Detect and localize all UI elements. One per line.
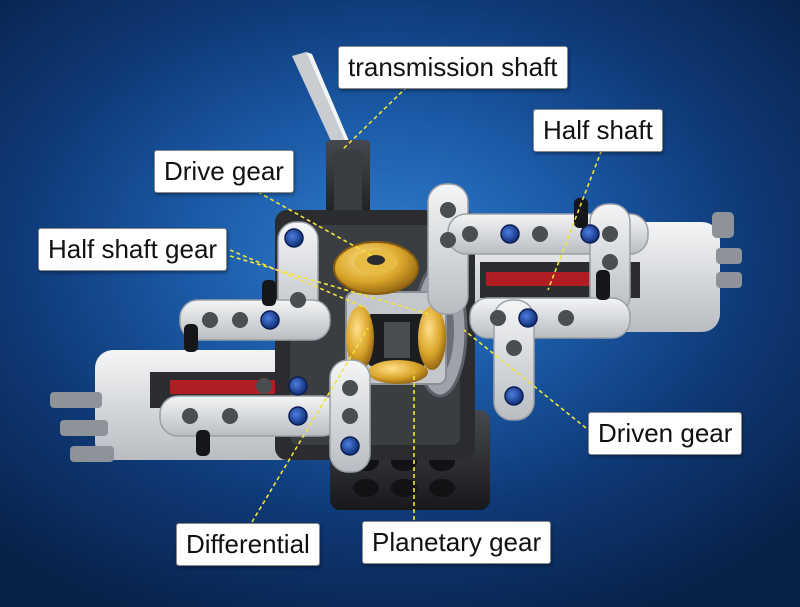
drive-gear-illustration xyxy=(333,241,419,295)
connector-pins-illustration xyxy=(182,198,618,456)
transmission-shaft-illustration xyxy=(292,52,370,230)
differential-label: Differential xyxy=(176,523,320,566)
half-shaft-label: Half shaft xyxy=(533,109,663,152)
transmission-shaft-label: transmission shaft xyxy=(338,46,568,89)
driven-gear-label: Driven gear xyxy=(588,412,743,455)
drive-gear-label: Drive gear xyxy=(154,150,294,193)
half-shaft-gear-label: Half shaft gear xyxy=(38,228,228,271)
leader-lines xyxy=(229,81,605,523)
planetary-gear-label: Planetary gear xyxy=(362,521,552,564)
